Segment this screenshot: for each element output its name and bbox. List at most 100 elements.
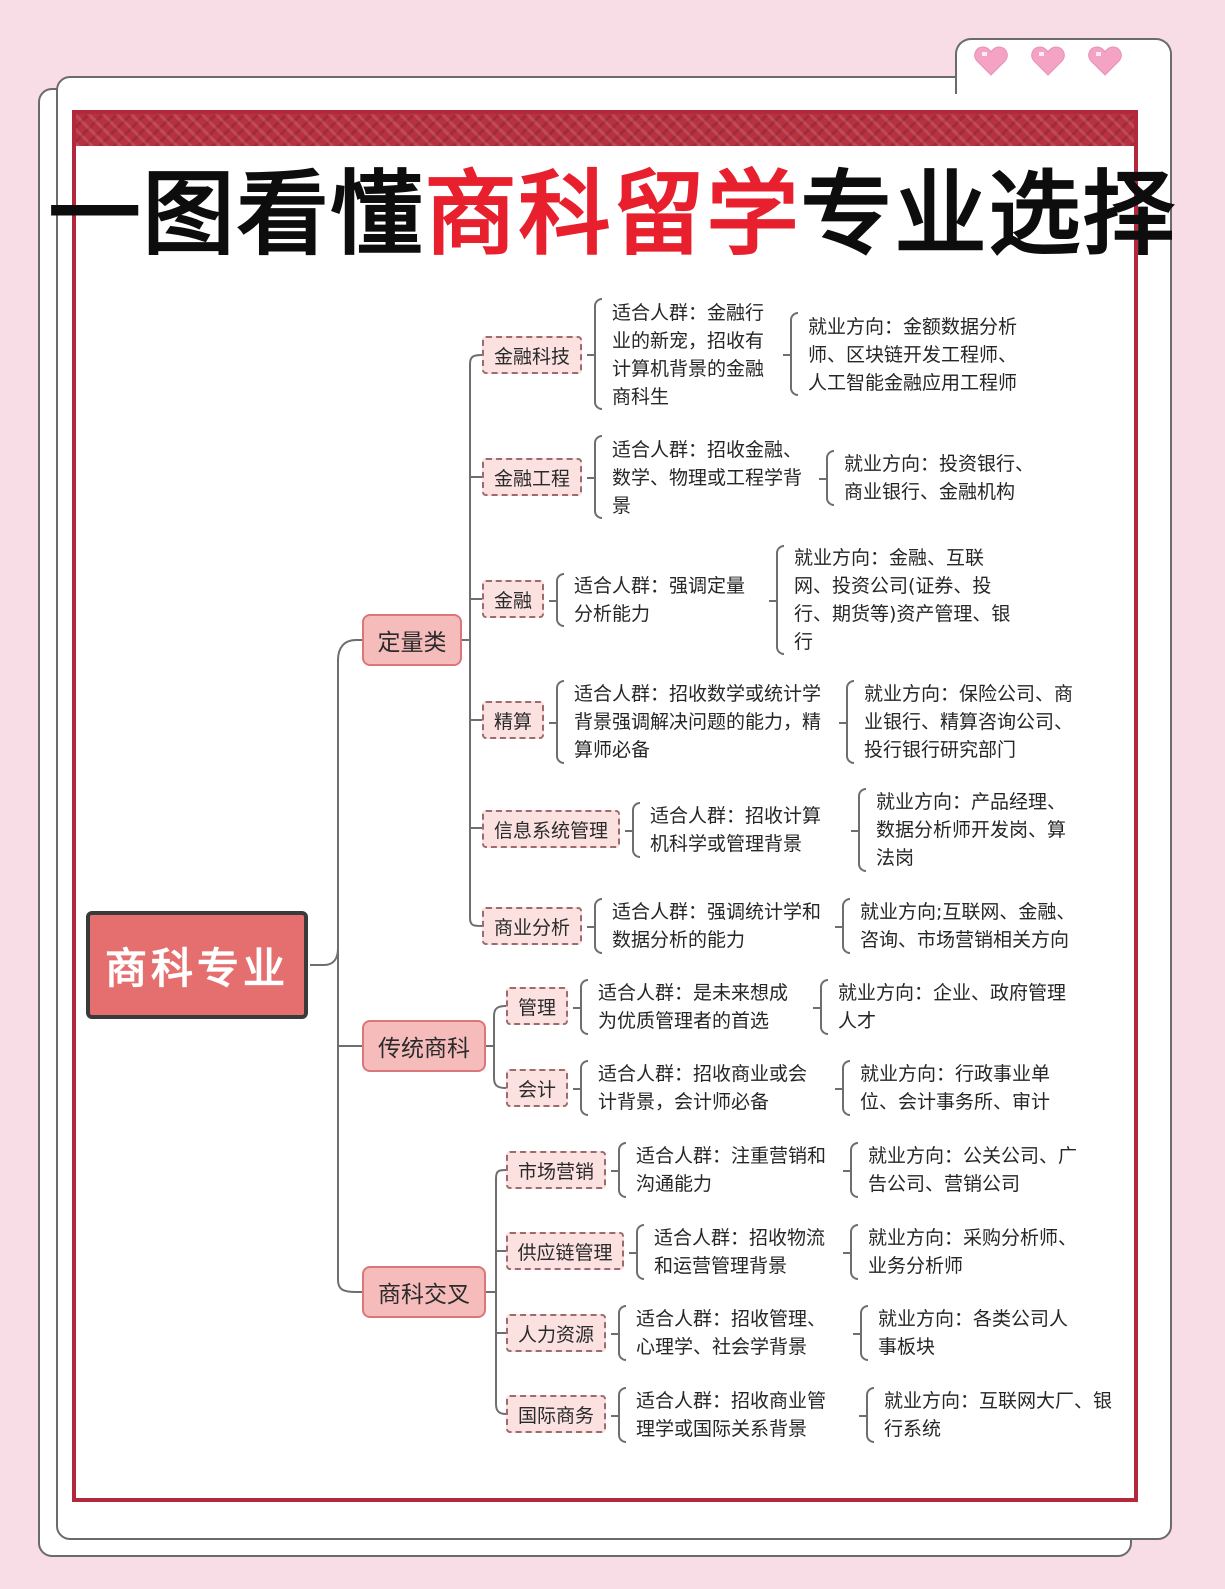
job-text: 就业方向：企业、政府管理人才 bbox=[838, 979, 1066, 1035]
job-line: 人才 bbox=[838, 1010, 877, 1032]
title-highlight: 商科留学 bbox=[424, 161, 801, 268]
fit-text: 适合人群：是未来想成为优质管理者的首选 bbox=[598, 979, 788, 1035]
job-line: 就业方向;互联网、金融、 bbox=[860, 901, 1076, 923]
category-quantitative: 定量类 bbox=[362, 614, 462, 666]
job-line: 法岗 bbox=[876, 847, 915, 869]
fit-text: 适合人群：招收商业管理学或国际关系背景 bbox=[636, 1387, 826, 1443]
major-supply-chain: 供应链管理 bbox=[506, 1232, 624, 1270]
major-finance: 金融 bbox=[482, 580, 544, 618]
fit-line: 适合人群：招收物流 bbox=[654, 1227, 826, 1249]
brace bbox=[843, 1224, 858, 1280]
fit-line: 适合人群：招收数学或统计学 bbox=[574, 683, 822, 705]
brace bbox=[783, 312, 798, 396]
fit-line: 背景强调解决问题的能力，精 bbox=[574, 711, 822, 733]
fit-line: 计背景，会计师必备 bbox=[598, 1091, 770, 1113]
fit-text: 适合人群：金融行业的新宠，招收有计算机背景的金融商科生 bbox=[612, 299, 764, 411]
brace bbox=[611, 1387, 626, 1443]
fit-line: 业的新宠，招收有 bbox=[612, 330, 765, 352]
job-line: 就业方向：企业、政府管理 bbox=[838, 982, 1067, 1004]
fit-line: 适合人群：是未来想成 bbox=[598, 982, 789, 1004]
heart-icon bbox=[974, 46, 1008, 76]
fit-text: 适合人群：招收商业或会计背景，会计师必备 bbox=[598, 1060, 807, 1116]
heart-icon bbox=[1031, 46, 1065, 76]
brace bbox=[839, 680, 854, 764]
job-text: 就业方向：金融、互联网、投资公司(证券、投行、期货等)资产管理、银行 bbox=[794, 544, 1010, 656]
title-part1: 一图看懂 bbox=[48, 161, 425, 268]
fit-text: 适合人群：招收金融、数学、物理或工程学背景 bbox=[612, 436, 802, 520]
fit-line: 景 bbox=[612, 495, 632, 517]
job-line: 就业方向：投资银行、 bbox=[844, 453, 1035, 475]
major-business-analytics: 商业分析 bbox=[482, 907, 582, 945]
job-line: 就业方向：公关公司、广 bbox=[868, 1145, 1078, 1167]
brace bbox=[587, 298, 602, 410]
job-line: 就业方向：各类公司人 bbox=[878, 1308, 1069, 1330]
brace bbox=[549, 680, 564, 764]
category-cross: 商科交叉 bbox=[362, 1266, 486, 1318]
fit-text: 适合人群：招收物流和运营管理背景 bbox=[654, 1224, 825, 1280]
major-human-resources: 人力资源 bbox=[506, 1314, 606, 1352]
brace bbox=[835, 1060, 850, 1116]
fit-line: 商科生 bbox=[612, 386, 670, 408]
job-text: 就业方向：互联网大厂、银行系统 bbox=[884, 1387, 1112, 1443]
job-line: 就业方向：金额数据分析 bbox=[808, 316, 1018, 338]
major-actuarial: 精算 bbox=[482, 701, 544, 739]
job-line: 告公司、营销公司 bbox=[868, 1173, 1021, 1195]
heart-icon bbox=[1088, 46, 1122, 76]
fit-line: 适合人群：注重营销和 bbox=[636, 1145, 827, 1167]
job-line: 就业方向：互联网大厂、银 bbox=[884, 1390, 1113, 1412]
major-fintech: 金融科技 bbox=[482, 336, 582, 374]
brace bbox=[587, 898, 602, 954]
job-text: 就业方向：投资银行、商业银行、金融机构 bbox=[844, 450, 1034, 506]
fit-text: 适合人群：强调统计学和数据分析的能力 bbox=[612, 898, 821, 954]
major-information-systems: 信息系统管理 bbox=[482, 810, 620, 848]
fit-line: 适合人群：招收计算 bbox=[650, 805, 822, 827]
job-line: 咨询、市场营销相关方向 bbox=[860, 929, 1070, 951]
major-marketing: 市场营销 bbox=[506, 1151, 606, 1189]
brace bbox=[611, 1305, 626, 1361]
brace bbox=[587, 435, 602, 519]
title-part2: 专业选择 bbox=[800, 161, 1177, 268]
job-line: 商业银行、金融机构 bbox=[844, 481, 1016, 503]
page-title: 一图看懂商科留学专业选择 bbox=[0, 160, 1225, 270]
fit-text: 适合人群：注重营销和沟通能力 bbox=[636, 1142, 826, 1198]
major-international-business: 国际商务 bbox=[506, 1395, 606, 1433]
job-line: 行 bbox=[794, 631, 814, 653]
fit-line: 适合人群：招收管理、 bbox=[636, 1308, 827, 1330]
job-text: 就业方向：采购分析师、业务分析师 bbox=[868, 1224, 1077, 1280]
fit-text: 适合人群：招收计算机科学或管理背景 bbox=[650, 802, 821, 858]
job-line: 事板块 bbox=[878, 1336, 936, 1358]
fit-line: 算师必备 bbox=[574, 739, 651, 761]
fit-line: 机科学或管理背景 bbox=[650, 833, 803, 855]
brace bbox=[625, 802, 640, 858]
major-accounting: 会计 bbox=[506, 1069, 568, 1107]
fit-text: 适合人群：招收管理、心理学、社会学背景 bbox=[636, 1305, 826, 1361]
job-line: 就业方向：保险公司、商 bbox=[864, 683, 1074, 705]
job-line: 业银行、精算咨询公司、 bbox=[864, 711, 1074, 733]
fit-line: 和运营管理背景 bbox=[654, 1255, 788, 1277]
fit-line: 适合人群：强调定量 bbox=[574, 575, 746, 597]
fit-line: 分析能力 bbox=[574, 603, 651, 625]
category-traditional: 传统商科 bbox=[362, 1020, 486, 1072]
job-text: 就业方向：保险公司、商业银行、精算咨询公司、投行银行研究部门 bbox=[864, 680, 1073, 764]
brace bbox=[813, 979, 828, 1035]
job-line: 行、期货等)资产管理、银 bbox=[794, 603, 1011, 625]
job-text: 就业方向：产品经理、数据分析师开发岗、算法岗 bbox=[876, 788, 1066, 872]
job-text: 就业方向;互联网、金融、咨询、市场营销相关方向 bbox=[860, 898, 1075, 954]
fit-line: 计算机背景的金融 bbox=[612, 358, 765, 380]
brace bbox=[573, 1060, 588, 1116]
fit-line: 适合人群：强调统计学和 bbox=[612, 901, 822, 923]
job-line: 投行银行研究部门 bbox=[864, 739, 1017, 761]
fit-line: 数学、物理或工程学背 bbox=[612, 467, 803, 489]
job-line: 师、区块链开发工程师、 bbox=[808, 344, 1018, 366]
job-line: 人工智能金融应用工程师 bbox=[808, 372, 1018, 394]
brace bbox=[853, 1305, 868, 1361]
brace bbox=[769, 545, 784, 655]
fit-line: 为优质管理者的首选 bbox=[598, 1010, 770, 1032]
job-line: 就业方向：采购分析师、 bbox=[868, 1227, 1078, 1249]
fit-line: 心理学、社会学背景 bbox=[636, 1336, 808, 1358]
pattern-band bbox=[76, 114, 1134, 146]
job-line: 业务分析师 bbox=[868, 1255, 964, 1277]
fit-line: 数据分析的能力 bbox=[612, 929, 746, 951]
job-line: 行系统 bbox=[884, 1418, 942, 1440]
